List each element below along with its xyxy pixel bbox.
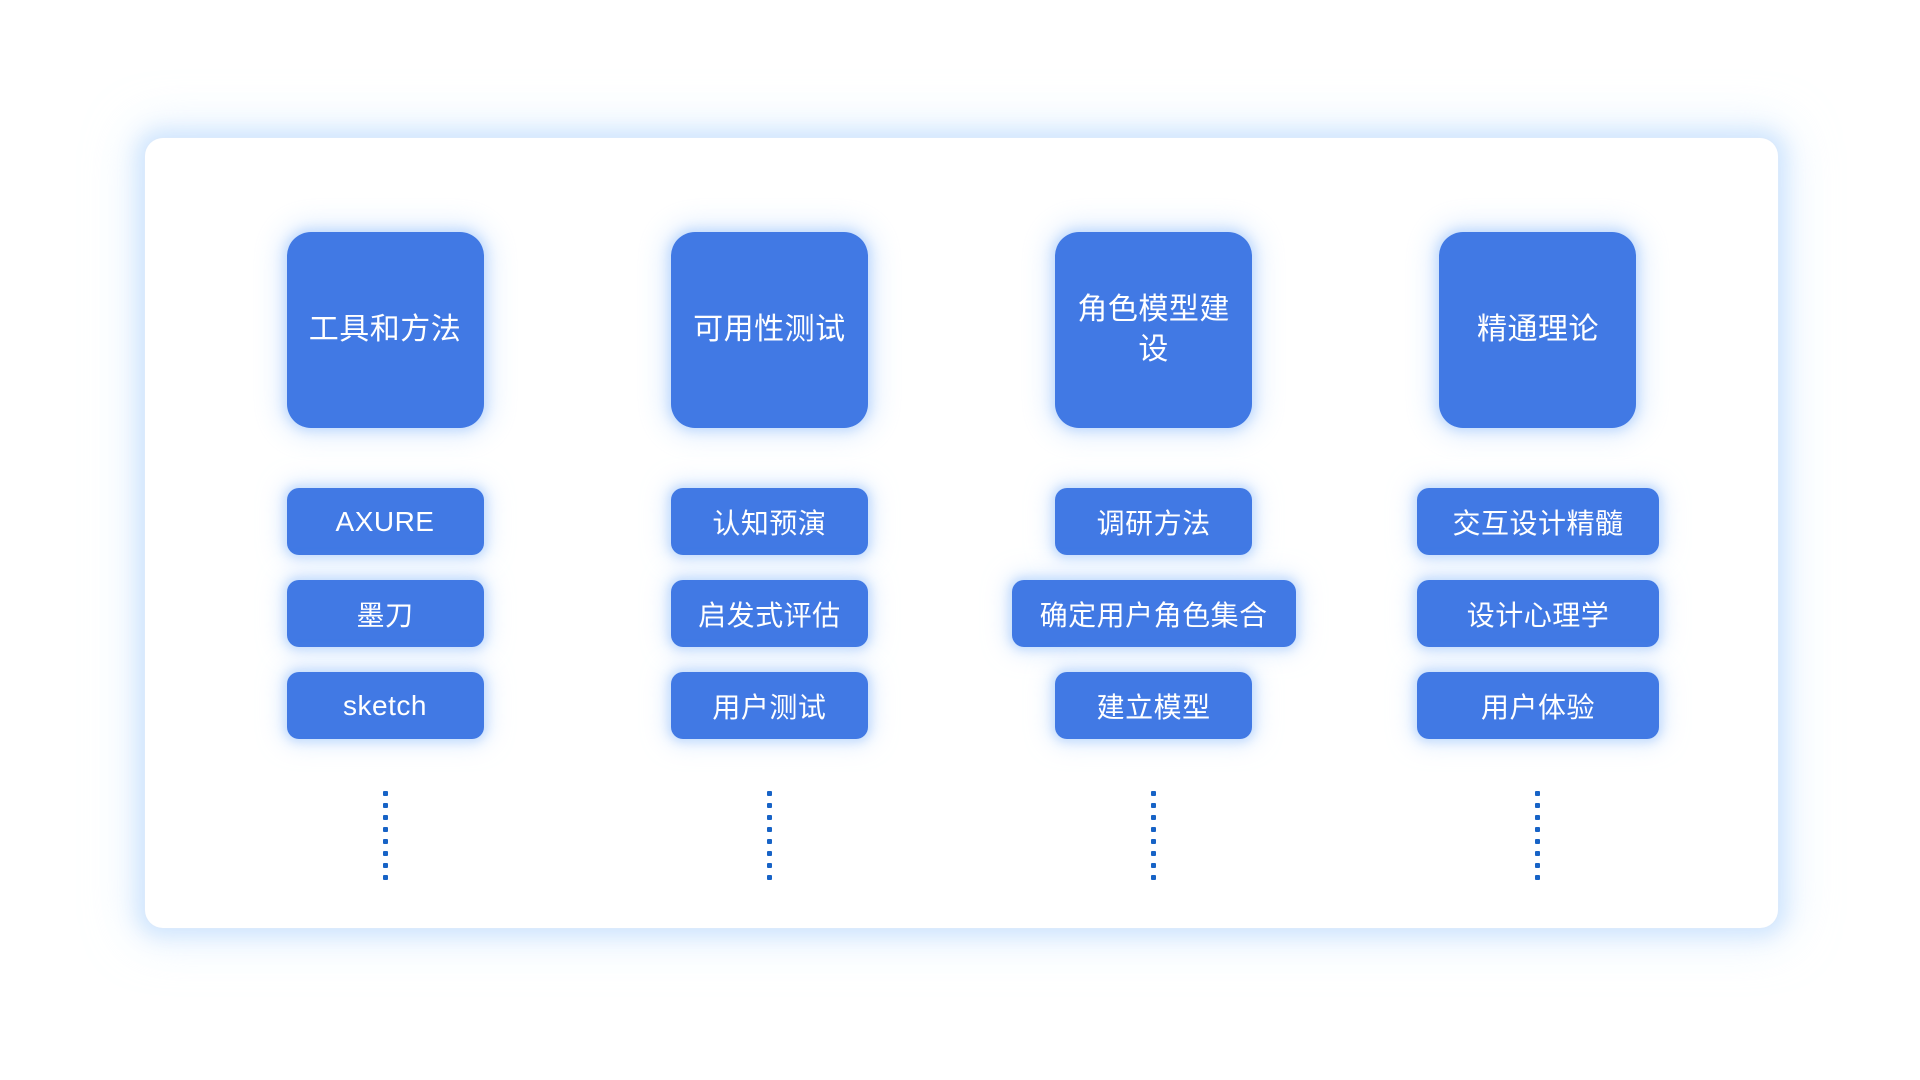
dot <box>1535 863 1541 868</box>
dot <box>382 827 388 832</box>
item-list: 调研方法确定用户角色集合建立模型 <box>1011 488 1296 739</box>
item-box[interactable]: 墨刀 <box>286 580 484 647</box>
dot <box>382 791 388 796</box>
item-box[interactable]: 认知预演 <box>670 488 868 555</box>
continuation-dots-icon <box>766 791 772 880</box>
dot <box>1535 791 1541 796</box>
dot <box>1151 827 1157 832</box>
dot <box>1151 803 1157 808</box>
item-box[interactable]: AXURE <box>286 488 484 555</box>
dot <box>1535 827 1541 832</box>
dot <box>1151 851 1157 856</box>
dot <box>1151 791 1157 796</box>
dot <box>1535 839 1541 844</box>
dot <box>382 815 388 820</box>
dot <box>766 863 772 868</box>
dot <box>766 803 772 808</box>
category-column: 工具和方法 AXURE 墨刀 sketch <box>235 138 535 880</box>
dot <box>766 791 772 796</box>
item-list: AXURE 墨刀 sketch <box>286 488 484 739</box>
category-box[interactable]: 角色模型建设 <box>1055 232 1253 428</box>
dot <box>766 839 772 844</box>
dot <box>1151 863 1157 868</box>
dot <box>766 827 772 832</box>
item-list: 交互设计精髓设计心理学用户体验 <box>1416 488 1659 739</box>
item-box[interactable]: 设计心理学 <box>1416 580 1659 647</box>
category-box[interactable]: 精通理论 <box>1439 232 1637 428</box>
item-box[interactable]: sketch <box>286 672 484 739</box>
dot <box>766 875 772 880</box>
continuation-dots-icon <box>1151 791 1157 880</box>
item-box[interactable]: 用户体验 <box>1416 672 1659 739</box>
item-box[interactable]: 启发式评估 <box>670 580 868 647</box>
dot <box>382 875 388 880</box>
item-box[interactable]: 确定用户角色集合 <box>1011 580 1296 647</box>
dot <box>382 851 388 856</box>
dot <box>1151 875 1157 880</box>
dot <box>382 839 388 844</box>
item-box[interactable]: 用户测试 <box>670 672 868 739</box>
dot <box>382 803 388 808</box>
dot <box>1151 815 1157 820</box>
dot <box>1535 875 1541 880</box>
dot <box>766 851 772 856</box>
dot <box>1535 851 1541 856</box>
item-box[interactable]: 调研方法 <box>1055 488 1253 555</box>
item-box[interactable]: 建立模型 <box>1055 672 1253 739</box>
dot <box>1535 815 1541 820</box>
item-list: 认知预演启发式评估用户测试 <box>670 488 868 739</box>
item-box[interactable]: 交互设计精髓 <box>1416 488 1659 555</box>
dot <box>382 863 388 868</box>
continuation-dots-icon <box>382 791 388 880</box>
dot <box>1535 803 1541 808</box>
dot <box>766 815 772 820</box>
continuation-dots-icon <box>1535 791 1541 880</box>
dot <box>1151 839 1157 844</box>
category-box[interactable]: 可用性测试 <box>670 232 868 428</box>
category-column: 精通理论交互设计精髓设计心理学用户体验 <box>1388 138 1688 880</box>
category-column: 可用性测试认知预演启发式评估用户测试 <box>619 138 919 880</box>
category-box[interactable]: 工具和方法 <box>286 232 484 428</box>
category-column: 角色模型建设调研方法确定用户角色集合建立模型 <box>1004 138 1304 880</box>
